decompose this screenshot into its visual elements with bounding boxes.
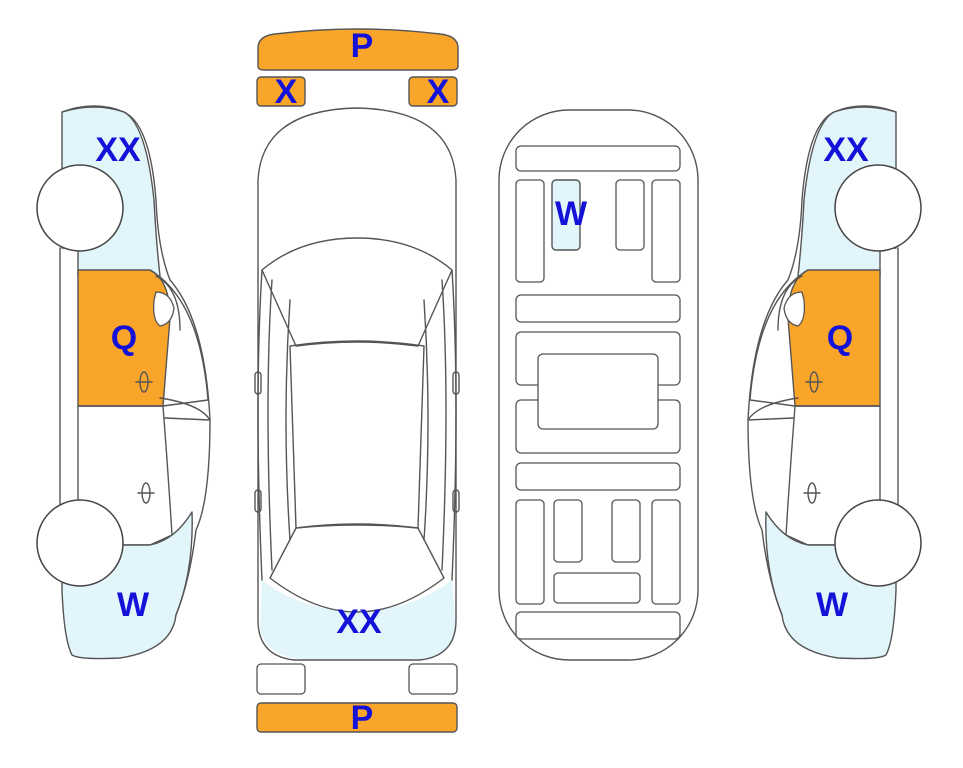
rear-bumper-area[interactable]: P — [256, 699, 458, 737]
top-left-mirror — [254, 371, 262, 395]
right-mirror — [783, 291, 806, 327]
right-body-outline — [747, 105, 897, 616]
left-rear-wheel — [36, 499, 124, 587]
underbody-rear-panel — [515, 611, 681, 640]
front-bumper-panel[interactable] — [257, 28, 459, 71]
rear-left-lamp-panel[interactable] — [256, 663, 306, 695]
left-side-view: XX Q W — [36, 105, 211, 660]
underbody-center-tunnel — [537, 353, 659, 430]
rear-bumper-panel[interactable] — [256, 702, 458, 733]
right-rear-wheel — [834, 499, 922, 587]
top-view: XX — [254, 107, 460, 661]
left-mirror — [152, 291, 175, 327]
underbody-mid-crossmember — [515, 294, 681, 323]
left-rear-quarter-label: W — [117, 586, 150, 624]
underbody-damage-label: W — [555, 195, 588, 233]
top-rear-window — [269, 523, 445, 613]
underbody-rear-right-panel — [611, 499, 641, 563]
front-right-lamp-panel[interactable] — [408, 76, 458, 107]
rear-bumper-label: P — [351, 699, 374, 737]
top-rear-label: XX — [336, 603, 382, 641]
rear-right-lamp-panel[interactable] — [408, 663, 458, 695]
underbody-spare-well — [553, 572, 641, 604]
underbody-front-left-rail — [515, 179, 545, 283]
top-left-side — [257, 269, 291, 581]
underbody-front-right-rail — [651, 179, 681, 283]
underbody-damaged-panel[interactable] — [551, 179, 581, 251]
front-right-lamp-area[interactable]: X — [408, 73, 458, 111]
right-front-door-label: Q — [827, 319, 853, 357]
top-right-handle — [452, 489, 460, 513]
left-rear-door-handle — [137, 482, 155, 504]
front-left-lamp-label: X — [275, 73, 298, 111]
top-body-outline — [257, 107, 457, 661]
right-side-view — [747, 105, 922, 660]
right-front-door-handle — [805, 371, 823, 393]
top-roof — [289, 340, 425, 529]
front-bumper-area[interactable]: P — [257, 27, 459, 71]
right-front-fender-label: XX — [823, 131, 869, 169]
front-right-lamp-label: X — [427, 73, 450, 111]
right-front-wheel — [834, 164, 922, 252]
underbody-view: W — [498, 109, 699, 661]
underbody-outline — [498, 109, 699, 661]
right-rear-door-handle — [803, 482, 821, 504]
top-right-side — [423, 269, 457, 581]
right-rear-quarter-label: W — [816, 586, 849, 624]
front-bumper-label: P — [351, 27, 374, 65]
underbody-rear-right-rail — [651, 499, 681, 605]
front-left-lamp-panel[interactable] — [256, 76, 306, 107]
underbody-rear-crossmember — [515, 462, 681, 491]
top-left-handle — [254, 489, 262, 513]
top-right-mirror — [452, 371, 460, 395]
left-front-door-handle — [135, 371, 153, 393]
underbody-front-right-panel — [615, 179, 645, 251]
left-front-wheel — [36, 164, 124, 252]
front-left-lamp-area[interactable]: X — [256, 73, 306, 111]
underbody-rear-left-panel — [553, 499, 583, 563]
left-body-outline — [61, 105, 211, 616]
top-windshield — [261, 237, 453, 347]
top-rear-panel-damage[interactable] — [260, 580, 456, 659]
underbody-rear-left-rail — [515, 499, 545, 605]
underbody-front-crossmember — [515, 145, 681, 172]
left-front-door-label: Q — [111, 319, 137, 357]
left-front-fender-label: XX — [95, 131, 141, 169]
